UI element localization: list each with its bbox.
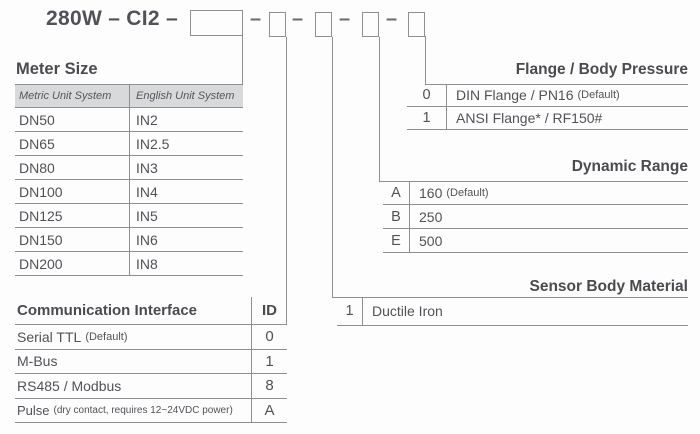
option-code-cell: B	[383, 205, 410, 228]
metric-unit-column-header: Metric Unit System	[15, 85, 130, 107]
flange-body-pressure-table: 0 DIN Flange / PN16 (Default) 1 ANSI Fla…	[407, 84, 688, 130]
table-row: 0 DIN Flange / PN16 (Default)	[407, 84, 688, 107]
code-separator-dash: –	[250, 8, 262, 30]
option-label: DIN Flange / PN16	[456, 87, 574, 103]
sensor-body-material-table: 1 Ductile Iron	[337, 297, 688, 326]
option-label-cell: ANSI Flange* / RF150#	[447, 107, 688, 129]
code-box-dynamic-range	[362, 12, 379, 37]
option-code-cell: A	[383, 181, 410, 204]
table-row: 1 Ductile Iron	[337, 297, 688, 326]
interface-label: RS485 / Modbus	[17, 377, 122, 394]
table-row: DN150 IN6	[15, 228, 243, 252]
option-label: 500	[419, 232, 443, 249]
sensor-body-material-title: Sensor Body Material	[529, 278, 689, 295]
table-row: DN125 IN5	[15, 204, 243, 228]
option-label-cell: 160 (Default)	[410, 181, 688, 204]
interface-id-cell: 0	[265, 328, 274, 346]
connector-sensor-body-material	[332, 37, 333, 297]
interface-label-cell: Pulse (dry contact, requires 12~24VDC po…	[15, 398, 252, 422]
id-column-header: ID	[262, 302, 277, 319]
table-row: M-Bus 1	[15, 349, 287, 374]
english-size-cell: IN2	[136, 111, 158, 128]
option-label-cell: DIN Flange / PN16 (Default)	[447, 84, 688, 106]
interface-label-cell: RS485 / Modbus	[15, 374, 252, 398]
english-size-cell: IN4	[136, 183, 158, 200]
code-box-sensor-body-material	[315, 12, 332, 37]
english-size-cell: IN6	[136, 231, 158, 248]
english-size-cell: IN8	[136, 255, 158, 272]
table-row: DN50 IN2	[15, 108, 243, 132]
communication-interface-title: Communication Interface	[15, 297, 252, 324]
table-row: DN100 IN4	[15, 180, 243, 204]
option-label: ANSI Flange* / RF150#	[456, 110, 603, 126]
interface-id-cell: A	[264, 401, 275, 419]
table-row: A 160 (Default)	[383, 181, 688, 205]
table-row: Pulse (dry contact, requires 12~24VDC po…	[15, 398, 287, 423]
option-label: Ductile Iron	[372, 303, 443, 319]
interface-label-cell: M-Bus	[15, 349, 252, 373]
model-code-prefix: 280W – CI2 –	[46, 7, 178, 30]
underline-dynamic-range	[379, 181, 688, 182]
option-code-cell: 0	[407, 84, 447, 106]
english-size-cell: IN2.5	[136, 135, 170, 152]
interface-label-cell: Serial TTL (Default)	[15, 325, 252, 349]
english-size-cell: IN5	[136, 207, 158, 224]
code-box-flange-body-pressure	[408, 12, 425, 37]
option-label-cell: 500	[410, 229, 688, 252]
table-row: E 500	[383, 229, 688, 253]
table-row: B 250	[383, 205, 688, 229]
connector-dynamic-range	[379, 37, 380, 181]
dynamic-range-table: A 160 (Default) B 250 E 500	[383, 181, 688, 253]
option-label: 160	[419, 184, 443, 201]
code-box-communication-interface	[269, 12, 286, 37]
option-code-cell: 1	[407, 107, 447, 129]
dynamic-range-title: Dynamic Range	[571, 158, 688, 175]
option-note: (Default)	[577, 89, 620, 101]
metric-size-cell: DN125	[15, 204, 130, 227]
table-row: DN65 IN2.5	[15, 132, 243, 156]
interface-id-cell: 8	[265, 377, 274, 395]
communication-interface-table: Communication Interface ID Serial TTL (D…	[15, 297, 287, 423]
code-separator-dash: –	[292, 8, 304, 30]
table-row: RS485 / Modbus 8	[15, 374, 287, 399]
metric-size-cell: DN200	[15, 252, 130, 275]
meter-size-table: Metric Unit System English Unit System D…	[15, 84, 243, 276]
connector-flange-body-pressure	[425, 36, 426, 84]
metric-size-cell: DN80	[15, 156, 130, 179]
interface-label: Serial TTL	[17, 328, 82, 345]
metric-size-cell: DN150	[15, 228, 130, 251]
metric-size-cell: DN50	[15, 108, 130, 131]
metric-size-cell: DN65	[15, 132, 130, 155]
english-size-cell: IN3	[136, 159, 158, 176]
table-row: DN80 IN3	[15, 156, 243, 180]
underline-flange-body-pressure	[425, 84, 688, 85]
interface-label: Pulse	[17, 402, 50, 418]
meter-size-title: Meter Size	[16, 60, 98, 78]
connector-meter-size	[242, 36, 243, 84]
option-note: (Default)	[446, 186, 489, 199]
meter-size-header-row: Metric Unit System English Unit System	[15, 85, 243, 108]
table-row: Serial TTL (Default) 0	[15, 325, 287, 350]
interface-note: (dry contact, requires 12~24VDC power)	[53, 404, 233, 416]
interface-id-cell: 1	[265, 352, 274, 370]
table-row: DN200 IN8	[15, 252, 243, 276]
code-separator-dash: –	[386, 8, 398, 30]
interface-note: (Default)	[85, 330, 128, 343]
flange-body-pressure-title: Flange / Body Pressure	[515, 61, 688, 78]
interface-label: M-Bus	[17, 353, 58, 370]
option-code-cell: 1	[337, 297, 363, 325]
connector-communication-interface	[286, 37, 287, 325]
option-label-cell: Ductile Iron	[363, 297, 688, 325]
code-separator-dash: –	[339, 8, 351, 30]
option-label-cell: 250	[410, 205, 688, 228]
option-label: 250	[419, 208, 443, 225]
communication-interface-header-row: Communication Interface ID	[15, 297, 287, 325]
english-unit-column-header: English Unit System	[136, 90, 235, 102]
table-row: 1 ANSI Flange* / RF150#	[407, 107, 688, 130]
code-box-meter-size	[190, 10, 243, 36]
option-code-cell: E	[383, 229, 410, 252]
underline-sensor-body-material	[332, 297, 688, 298]
metric-size-cell: DN100	[15, 180, 130, 203]
